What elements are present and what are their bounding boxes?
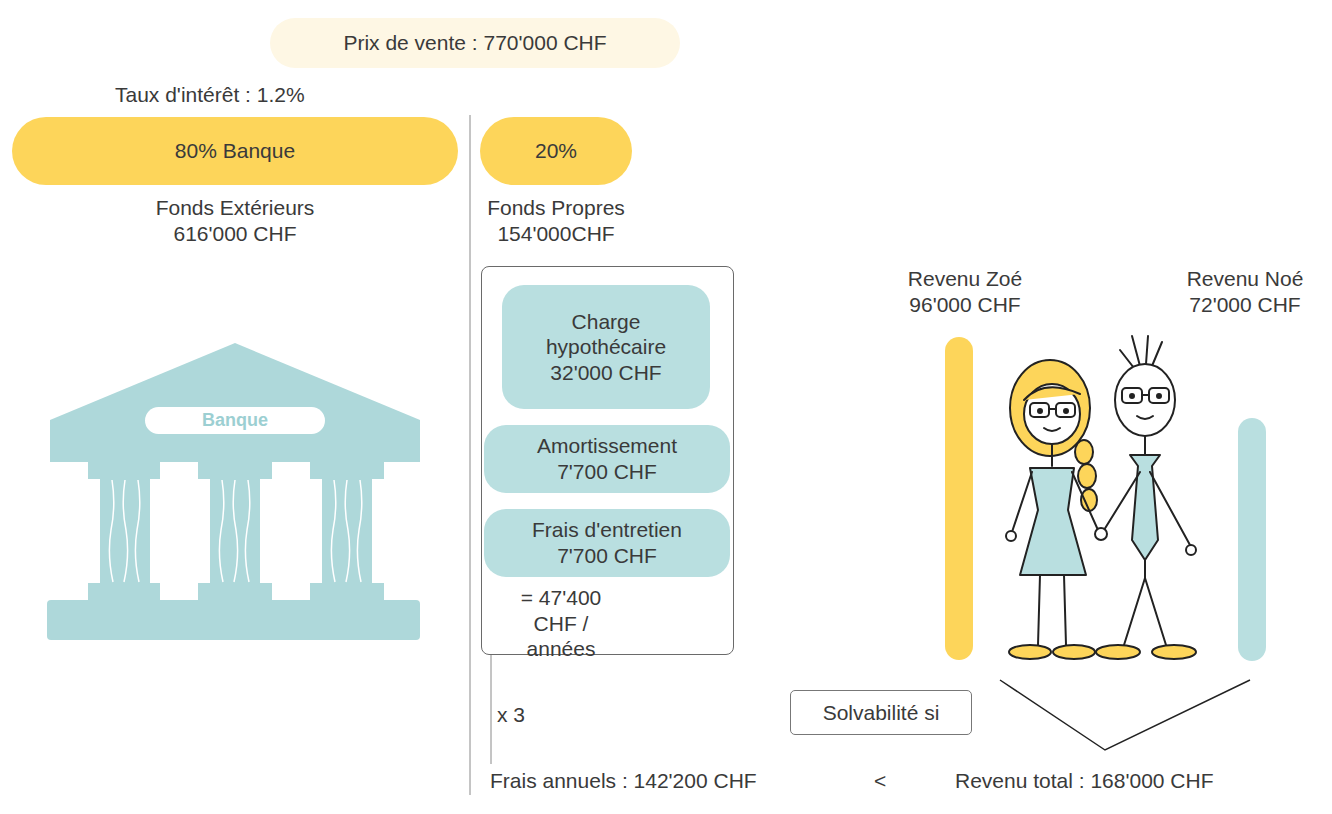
- income-label: Revenu Noé 72'000 CHF: [1165, 266, 1325, 317]
- multiplier-label: x 3: [497, 702, 557, 728]
- multiplier-line: [491, 655, 492, 764]
- node-title: Solvabilité si: [823, 700, 940, 726]
- price-pill: Prix de vente : 770'000 CHF: [270, 18, 680, 68]
- node-title: Frais d'entretien: [532, 517, 682, 543]
- bank-illustration: [47, 343, 420, 640]
- node-text: Fonds Propres 154'000CHF: [469, 195, 644, 246]
- node-title: 20%: [535, 138, 577, 164]
- node-text: Fonds Extérieurs 616'000 CHF: [135, 195, 335, 246]
- total-income-label: Revenu total : 168'000 CHF: [955, 768, 1295, 794]
- bank-sign-label: Banque: [145, 407, 325, 434]
- cost-box: Charge hypothécaire32'000 CHF: [502, 285, 710, 409]
- separator-line: [470, 115, 471, 795]
- node-text: 7'700 CHF: [557, 543, 657, 569]
- cost-group-box: Charge hypothécaire32'000 CHF Amortisseme…: [481, 266, 734, 655]
- node-title: 80% Banque: [175, 138, 295, 164]
- node-title: Charge hypothécaire: [531, 309, 681, 360]
- sum-bracket: [1000, 680, 1250, 750]
- income-bar: [945, 337, 973, 660]
- node-title: Amortissement: [537, 433, 677, 459]
- equity-share-pill: 20%Fonds Propres 154'000CHF: [480, 117, 632, 185]
- total-cost-label: Frais annuels : 142'200 CHF: [490, 768, 810, 794]
- income-label: Revenu Zoé 96'000 CHF: [885, 266, 1045, 317]
- node-title: = 47'400 CHF / années: [497, 585, 625, 662]
- node-title: Prix de vente : 770'000 CHF: [343, 30, 606, 56]
- interest-rate-label: Taux d'intérêt : 1.2%: [115, 82, 375, 108]
- condition-box: Solvabilité si: [790, 690, 972, 735]
- node-text: 7'700 CHF: [557, 459, 657, 485]
- comparison-sign: <: [874, 768, 904, 794]
- cost-box: Frais d'entretien7'700 CHF: [484, 509, 730, 577]
- cost-box: Amortissement7'700 CHF: [484, 425, 730, 493]
- income-bar: [1238, 418, 1266, 661]
- bank-share-pill: 80% BanqueFonds Extérieurs 616'000 CHF: [12, 117, 458, 185]
- couple-illustration: [1006, 336, 1196, 659]
- node-text: 32'000 CHF: [550, 360, 661, 386]
